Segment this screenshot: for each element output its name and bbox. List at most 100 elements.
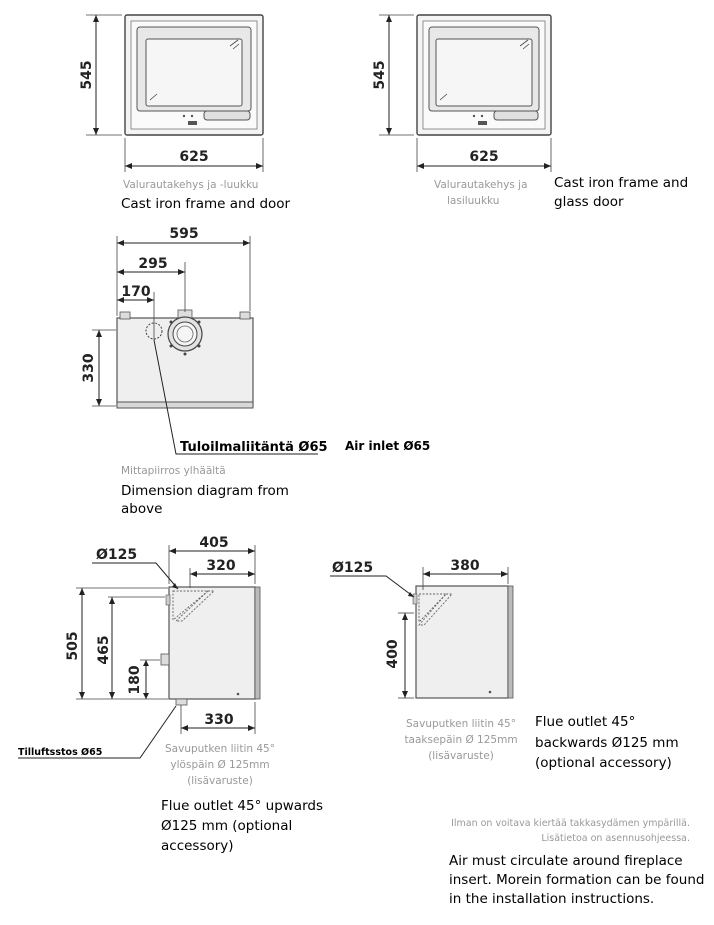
side-view-backwards: 380 Ø125 400 Savuputken liitin 45° taaks… [330, 558, 679, 771]
side-bottom-depth-label: 330 [204, 712, 233, 728]
note-en-line1: Air must circulate around fireplace [449, 853, 683, 869]
caption-fi-line3: (lisävaruste) [428, 750, 494, 762]
dimension-arrows [117, 269, 185, 275]
back-flue-diameter-label: Ø125 [332, 560, 373, 576]
bracket [119, 311, 131, 320]
caption-en: Cast iron frame and door [121, 196, 291, 212]
air-inlet-label-fi: Tuloilmaliitäntä Ø65 [180, 440, 328, 455]
note-fi-line2: Lisätietoa on asennusohjeessa. [541, 833, 690, 844]
screw [236, 692, 240, 696]
top-depth-label: 330 [81, 353, 97, 382]
caption-fi: Valurautakehys ja -luukku [123, 179, 258, 191]
screw [472, 114, 476, 118]
top-view: 595 295 170 330 Tuloilmaliitäntä Ø65 Air… [81, 226, 430, 517]
leader-arrow [408, 592, 414, 597]
caption-en-line2: above [121, 501, 162, 517]
caption-en-line3: (optional accessory) [535, 755, 672, 771]
side-flue-height-label: 465 [96, 635, 112, 664]
screw [488, 690, 492, 694]
front-width-label: 625 [469, 149, 498, 165]
door-glass [145, 38, 243, 107]
caption-en-line2: backwards Ø125 mm [535, 735, 679, 751]
air-inlet-leader [153, 339, 318, 455]
flue-outlet-45-back-edge [418, 593, 454, 626]
flue-outlet-45-up-edge [174, 590, 216, 622]
flue-collar-core [176, 325, 194, 343]
side-inlet-height-label: 180 [127, 665, 143, 694]
screw [197, 344, 201, 348]
side-total-depth-label: 405 [199, 535, 228, 551]
flue-collar-inner [172, 321, 198, 347]
door-handle [203, 110, 251, 121]
back-height-label: 400 [385, 639, 401, 668]
caption-en-line1: Dimension diagram from [121, 483, 289, 499]
top-total-width-label: 595 [169, 226, 198, 242]
note-fi-line1: Ilman on voitava kiertää takkasydämen ym… [451, 818, 690, 829]
insert-body-side [168, 586, 256, 700]
glass-reflection [519, 39, 529, 47]
caption-fi-line1: Savuputken liitin 45° [406, 718, 516, 730]
side-flue-diameter-label: Ø125 [96, 547, 137, 563]
caption-en-line1: Flue outlet 45° [535, 714, 635, 730]
caption-fi: Mittapiirros ylhäältä [121, 465, 226, 477]
caption-en-line2: Ø125 mm (optional [161, 818, 292, 834]
installation-note: Ilman on voitava kiertää takkasydämen ym… [449, 818, 704, 907]
air-control [478, 121, 487, 125]
bracket [412, 593, 418, 605]
front-height-label: 545 [372, 60, 388, 89]
caption-fi-line1: Valurautakehys ja [434, 179, 528, 191]
caption-fi-line2: lasiluukku [447, 195, 499, 207]
glass-reflection [522, 43, 530, 50]
caption-en-line3: accessory) [161, 838, 234, 854]
back-depth-label: 380 [450, 558, 479, 574]
caption-fi-line1: Savuputken liitin 45° [165, 743, 275, 755]
front-view-cast-iron-door: 545 625 Valurautakehys ja -luukku Cast i… [79, 14, 291, 212]
side-view-upwards: 405 320 Ø125 505 465 180 330 T [18, 535, 323, 854]
caption-en-line2: glass door [554, 194, 624, 210]
flue-diameter-leader [330, 575, 415, 598]
screw [169, 344, 173, 348]
screw [183, 352, 187, 356]
bracket [165, 594, 171, 606]
foot [175, 698, 188, 706]
top-inlet-offset-label: 170 [121, 284, 150, 300]
front-height-label: 545 [79, 60, 95, 89]
door-handle [493, 110, 539, 121]
flue-diameter-leader [92, 562, 179, 590]
glass-reflection [149, 93, 158, 101]
flue-outlet-45-back [418, 593, 448, 624]
air-control [188, 121, 197, 125]
screw [190, 114, 194, 118]
glass-reflection [229, 39, 239, 47]
inlet-leader [18, 705, 177, 759]
screw [480, 114, 484, 118]
screw [182, 114, 186, 118]
front-frame-side [507, 585, 514, 699]
caption-fi-line3: (lisävaruste) [187, 775, 253, 787]
flue-outlet-45-up [172, 590, 210, 621]
note-en-line3: in the installation instructions. [449, 891, 654, 907]
door-glass [435, 38, 533, 107]
front-view-glass-door: 545 625 Valurautakehys ja lasiluukku Cas… [372, 14, 688, 210]
caption-en-line1: Cast iron frame and [554, 175, 688, 191]
front-frame-edge [116, 401, 254, 409]
front-width-label: 625 [179, 149, 208, 165]
bracket [239, 311, 251, 320]
front-frame-side [254, 586, 261, 700]
side-total-height-label: 505 [65, 631, 81, 660]
insert-body-side [415, 585, 509, 699]
caption-fi-line2: taaksepäin Ø 125mm [404, 734, 517, 746]
dimension-arrows [190, 571, 255, 577]
screw [169, 320, 173, 324]
glass-reflection [439, 93, 448, 101]
air-inlet-stub [160, 653, 170, 666]
note-en-line2: insert. Morein formation can be found [449, 872, 704, 888]
caption-fi-line2: ylöspäin Ø 125mm [170, 759, 269, 771]
caption-en-line1: Flue outlet 45° upwards [161, 798, 323, 814]
top-flue-offset-label: 295 [138, 256, 167, 272]
leader-arrow [172, 583, 178, 589]
side-inner-depth-label: 320 [206, 558, 235, 574]
glass-reflection [232, 43, 240, 50]
